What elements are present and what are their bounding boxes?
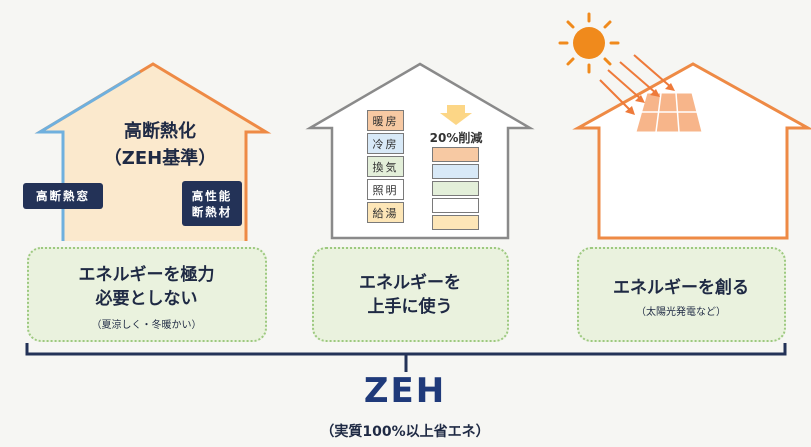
insulation-box-line: エネルギーを極力	[78, 265, 215, 285]
generation-box-note: （太陽光発電など）	[636, 307, 726, 318]
house-efficient-use-illustration	[305, 62, 535, 240]
reduced-bar	[432, 181, 479, 196]
insulation-title-line: 高断熱化	[124, 121, 196, 142]
insulation-box-text: エネルギーを極力 必要としない	[29, 263, 264, 311]
zeh-subtitle: （実質100%以上省エネ）	[320, 424, 490, 440]
insulation-material-line: 高性能	[191, 188, 233, 203]
reduced-bar	[432, 164, 479, 179]
reduced-bar	[432, 215, 479, 230]
reduced-bar	[432, 198, 479, 213]
generation-box-title: エネルギーを創る	[613, 278, 749, 298]
stack-item-hot-water: 給湯	[367, 202, 404, 223]
reduction-label: 20%削減	[429, 131, 483, 145]
insulation-material-badge: 高性能 断熱材	[182, 181, 242, 226]
insulation-box-line: 必要としない	[95, 289, 198, 309]
stack-item-ventilation: 換気	[367, 156, 404, 177]
stack-item-lighting: 照明	[367, 179, 404, 200]
solar-panel-icon	[635, 92, 703, 133]
window-label-badge: 高断熱窓	[23, 183, 103, 209]
zeh-title: ZEH	[363, 371, 447, 411]
efficient-use-box-line: エネルギーを	[359, 273, 461, 293]
sun-icon	[558, 12, 620, 74]
efficient-use-box-text: エネルギーを 上手に使う	[314, 271, 506, 319]
window-label: 高断熱窓	[36, 189, 90, 203]
stack-item-cooling: 冷房	[367, 133, 404, 154]
efficient-use-box: エネルギーを 上手に使う	[312, 247, 509, 342]
insulation-title-line: （ZEH基準）	[103, 148, 217, 169]
house-solar-illustration	[558, 12, 811, 240]
stack-item-heating: 暖房	[367, 110, 404, 131]
sunlight-arrows-icon	[599, 54, 675, 115]
efficient-use-box-line: 上手に使う	[367, 297, 453, 317]
insulation-box: エネルギーを極力 必要としない （夏涼しく・冬暖かい）	[27, 247, 267, 342]
insulation-material-line: 断熱材	[191, 204, 233, 219]
insulation-box-note: （夏涼しく・冬暖かい）	[91, 320, 202, 331]
reduced-bar	[432, 147, 479, 162]
bracket	[25, 343, 787, 372]
insulation-title: 高断熱化 （ZEH基準）	[60, 118, 260, 172]
generation-box: エネルギーを創る （太陽光発電など）	[577, 247, 786, 342]
down-arrow-icon	[440, 105, 472, 125]
